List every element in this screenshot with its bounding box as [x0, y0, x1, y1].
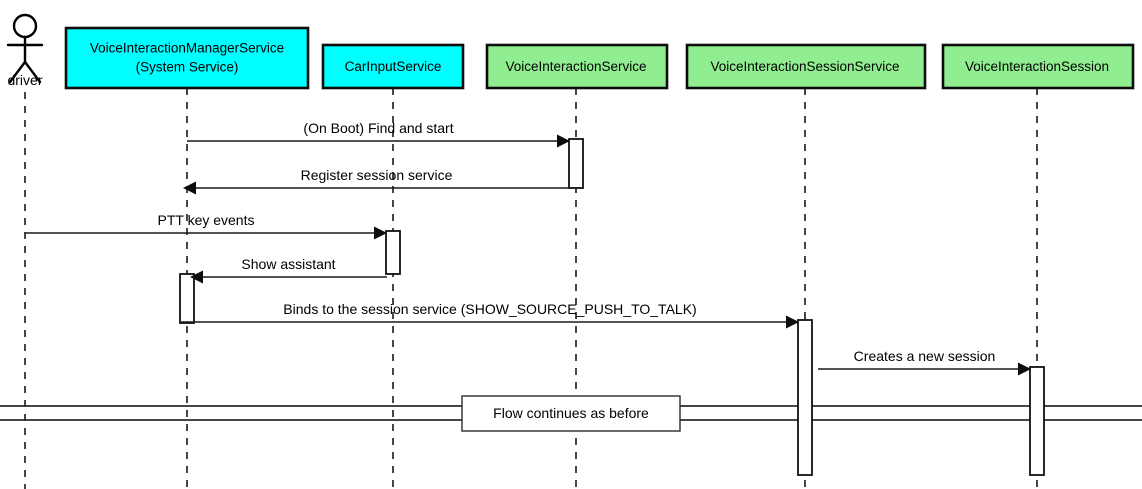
delay-divider-box	[461, 395, 681, 432]
activation-car-input-service	[385, 230, 401, 275]
activation-voice-interaction-service	[568, 138, 584, 189]
driver-actor-leg-right-icon	[23, 60, 42, 84]
participant-box-car-input-service[interactable]	[321, 43, 465, 90]
msg-show-assistant-label: Show assistant	[241, 256, 335, 272]
msg-register-session-service-label: Register session service	[301, 167, 453, 183]
participant-label-car-input-service: CarInputService	[345, 59, 442, 74]
msg-register-session-service-arrowhead	[183, 181, 196, 195]
driver-actor-head-icon[interactable]	[12, 13, 38, 39]
participant-box-voice-interaction-session-service[interactable]	[685, 43, 927, 90]
participant-label-voice-interaction-session: VoiceInteractionSession	[965, 59, 1109, 74]
msg-ptt-key-events-arrowhead	[374, 226, 387, 240]
participant-box-voice-interaction-service[interactable]	[485, 43, 669, 90]
msg-on-boot-find-and-start-arrowhead	[557, 134, 570, 148]
participant-box-voice-interaction-session[interactable]	[941, 43, 1135, 90]
msg-creates-a-new-session-label: Creates a new session	[854, 348, 996, 364]
msg-creates-a-new-session-arrowhead	[1018, 362, 1031, 376]
delay-divider-label: Flow continues as before	[493, 405, 649, 421]
msg-show-assistant-arrowhead	[190, 270, 203, 284]
participant-label-vims-line2: (System Service)	[136, 60, 239, 75]
participant-box-vims[interactable]	[64, 26, 310, 90]
activation-voice-interaction-session-service	[797, 319, 813, 476]
participant-label-voice-interaction-session-service: VoiceInteractionSessionService	[710, 59, 899, 74]
msg-binds-to-session-service-arrowhead	[786, 315, 799, 329]
driver-actor-label: driver	[7, 72, 42, 88]
activation-vims	[179, 273, 195, 324]
msg-on-boot-find-and-start-label: (On Boot) Find and start	[303, 120, 453, 136]
driver-actor-leg-left-icon	[8, 60, 27, 84]
participant-label-vims-line1: VoiceInteractionManagerService	[90, 41, 284, 56]
msg-binds-to-session-service-label: Binds to the session service (SHOW_SOURC…	[283, 301, 696, 317]
msg-ptt-key-events-label: PTT key events	[157, 212, 254, 228]
participant-label-voice-interaction-service: VoiceInteractionService	[505, 59, 646, 74]
activation-voice-interaction-session	[1029, 366, 1045, 476]
